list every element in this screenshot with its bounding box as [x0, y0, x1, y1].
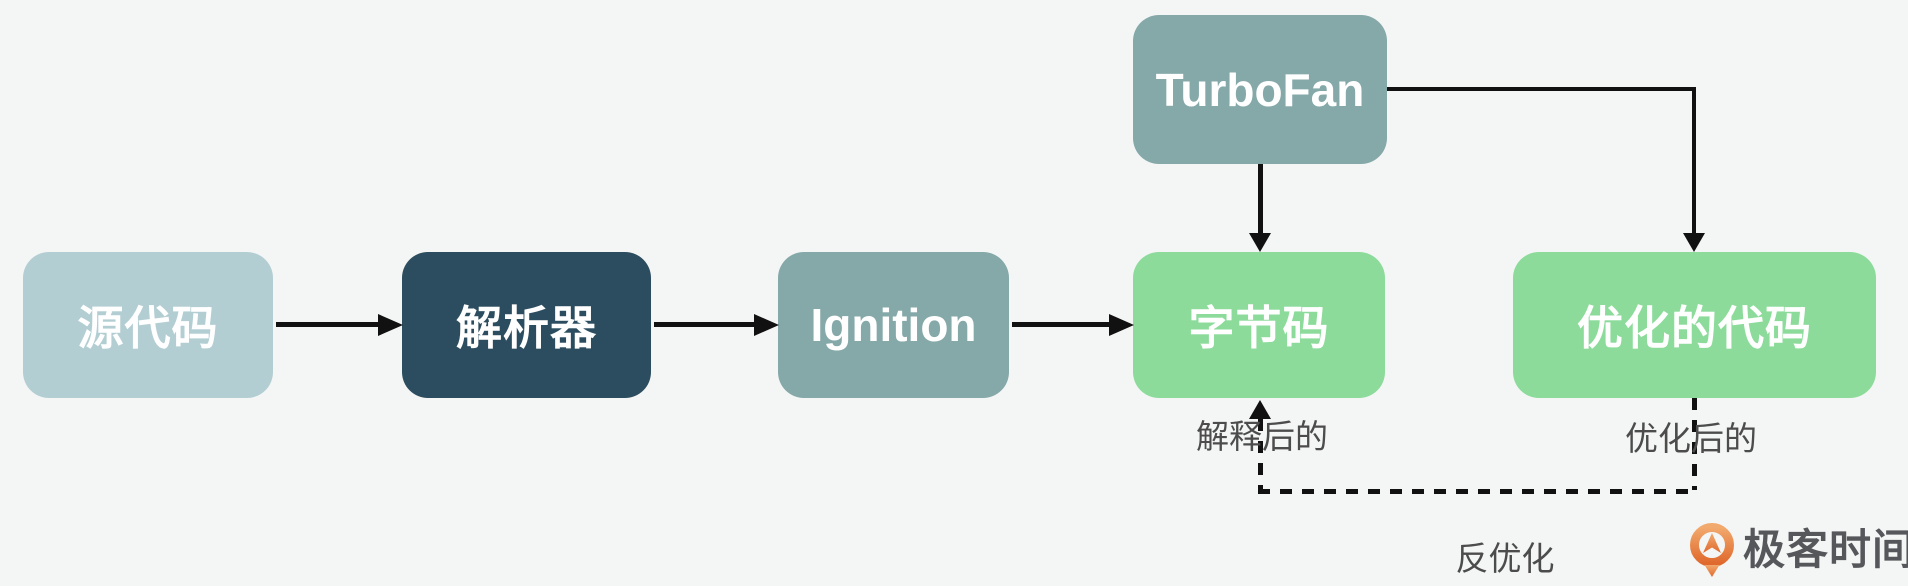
annotation-interpreted: 解释后的 — [1196, 418, 1328, 455]
arrow-turbofan-to-optimized-vline — [1692, 87, 1696, 233]
node-optimized-code: 优化的代码 — [1513, 252, 1876, 398]
node-source-code: 源代码 — [23, 252, 273, 398]
node-source-code-label: 源代码 — [77, 302, 219, 354]
node-turbofan: TurboFan — [1133, 15, 1387, 164]
deopt-arrow-head-icon — [1249, 400, 1271, 419]
node-turbofan-label: TurboFan — [1155, 63, 1365, 116]
arrow-ignition-to-bytecode-head-icon — [1109, 314, 1134, 336]
geektime-logo-icon — [1690, 523, 1734, 577]
arrow-parser-to-ignition-line — [654, 322, 756, 327]
arrow-parser-to-ignition-head-icon — [754, 314, 779, 336]
deopt-dashed-line-left — [1258, 419, 1263, 491]
arrow-ignition-to-bytecode-line — [1012, 322, 1111, 327]
arrow-source-to-parser-line — [276, 322, 380, 327]
node-optimized-code-label: 优化的代码 — [1577, 302, 1812, 354]
geektime-logo: 极客时间 — [1690, 522, 1908, 578]
arrow-turbofan-to-optimized-head-icon — [1683, 233, 1705, 252]
node-bytecode-label: 字节码 — [1188, 302, 1330, 354]
arrow-turbofan-to-bytecode-line — [1258, 164, 1263, 234]
arrow-source-to-parser-head-icon — [378, 314, 403, 336]
deopt-dashed-line-right — [1692, 398, 1697, 490]
arrow-turbofan-to-optimized-hline — [1387, 87, 1696, 91]
annotation-optimized: 优化后的 — [1625, 420, 1757, 457]
deopt-dashed-line-bottom — [1258, 489, 1697, 494]
node-bytecode: 字节码 — [1133, 252, 1385, 398]
node-ignition-label: Ignition — [810, 299, 977, 351]
annotation-deoptimize: 反优化 — [1455, 540, 1555, 577]
node-parser-label: 解析器 — [456, 302, 597, 354]
node-ignition: Ignition — [778, 252, 1009, 398]
node-parser: 解析器 — [402, 252, 651, 398]
arrow-turbofan-to-bytecode-head-icon — [1249, 233, 1271, 252]
geektime-logo-text: 极客时间 — [1743, 526, 1908, 573]
